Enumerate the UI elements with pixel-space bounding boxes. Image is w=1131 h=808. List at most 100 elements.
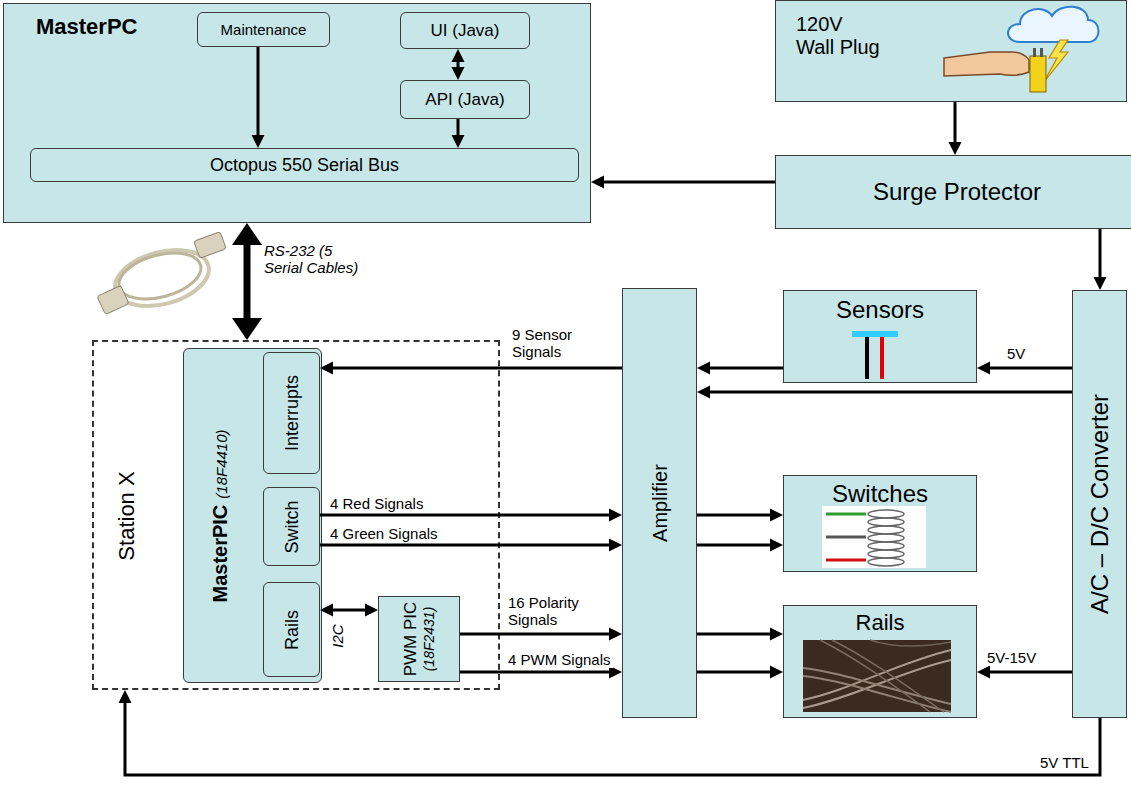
- coil-ground: [822, 506, 926, 568]
- connector-line: [708, 391, 1072, 394]
- text-holder: Interrupts: [281, 375, 302, 451]
- arrow-head: [252, 135, 265, 148]
- rail-line: [832, 640, 944, 712]
- node-label: Switches: [832, 480, 928, 508]
- connector: [977, 666, 1072, 679]
- connector-line: [697, 514, 772, 517]
- node-label: A/C – D/C Converter: [1086, 394, 1114, 614]
- text-holder: MasterPIC(18F4410): [209, 429, 232, 602]
- connector-line: [125, 701, 1100, 775]
- cable-coil: [114, 245, 206, 307]
- arrow-head: [452, 135, 465, 148]
- text-holder: A/C – D/C Converter: [1086, 394, 1114, 614]
- signal-label: 4 Red Signals: [328, 495, 425, 512]
- node-label: Octopus 550 Serial Bus: [210, 155, 399, 176]
- text-holder: Rails: [784, 610, 976, 635]
- arrow-head: [609, 509, 622, 522]
- coil-wire: [826, 536, 866, 539]
- signal-label: RS-232 (5 Serial Cables): [262, 242, 370, 277]
- connector: [119, 690, 1101, 775]
- arrow-head: [770, 509, 783, 522]
- amplifier-box: Amplifier: [622, 288, 697, 718]
- node-label: API (Java): [425, 90, 504, 110]
- connector: [452, 119, 465, 148]
- text-holder: UI (Java): [401, 13, 529, 48]
- arrow-head: [119, 690, 132, 703]
- arrow-head: [232, 318, 262, 340]
- connector: [697, 362, 783, 375]
- connector: [460, 628, 622, 641]
- node-label: Sensors: [836, 296, 924, 324]
- node-label: Interrupts: [281, 375, 302, 451]
- connector-line: [331, 367, 622, 370]
- surge-protector-box: Surge Protector: [775, 155, 1131, 229]
- node-label: Switch: [281, 500, 302, 553]
- firmware-module: Rails: [263, 582, 320, 677]
- connector: [320, 362, 622, 375]
- connector-line: [320, 544, 611, 547]
- software-module: API (Java): [400, 80, 530, 119]
- text-holder: PWM PIC(18F2431): [401, 602, 437, 677]
- connector-line: [602, 181, 775, 184]
- node-label: Rails: [281, 609, 302, 649]
- node-sublabel: (18F2431): [421, 602, 437, 677]
- rail-line: [803, 676, 951, 712]
- connector-line: [257, 47, 260, 137]
- text-holder: Rails: [281, 609, 302, 649]
- text-holder: Octopus 550 Serial Bus: [31, 149, 578, 181]
- signal-label: 16 Polarity Signals: [506, 594, 600, 629]
- switch-coil-symbol: [822, 506, 926, 568]
- connector: [697, 628, 783, 641]
- arrow-head: [977, 666, 990, 679]
- software-module: UI (Java): [400, 12, 530, 49]
- connector-line: [708, 367, 783, 370]
- connector-line: [697, 633, 772, 636]
- node-label: Maintenance: [221, 21, 307, 38]
- arrow-head: [609, 539, 622, 552]
- text-holder: Amplifier: [648, 464, 671, 542]
- text-holder: Surge Protector: [776, 156, 1131, 228]
- coil-turn: [868, 526, 904, 534]
- text-holder: Switch: [281, 500, 302, 553]
- connector-line: [697, 544, 772, 547]
- connector: [591, 176, 775, 189]
- connector-line: [988, 671, 1072, 674]
- arrow-head: [452, 67, 465, 80]
- coil-turn: [868, 558, 904, 566]
- connector: [697, 386, 1072, 399]
- text-holder: 120V Wall Plug: [796, 13, 883, 59]
- software-module: Maintenance: [197, 12, 330, 47]
- node-label: 120V Wall Plug: [796, 13, 883, 59]
- node-label: MasterPC: [36, 14, 137, 39]
- connector-line: [1099, 229, 1102, 279]
- rails-photo: [803, 640, 951, 712]
- connector: [697, 509, 783, 522]
- coil-turn: [868, 550, 904, 558]
- node-label: PWM PIC: [401, 602, 421, 677]
- connector-line: [457, 119, 460, 137]
- coil-turn: [868, 542, 904, 550]
- arrow-head: [770, 539, 783, 552]
- signal-label: 5V TTL: [1038, 754, 1091, 771]
- signal-label: 4 Green Signals: [328, 525, 440, 542]
- connector-line: [244, 243, 251, 320]
- microcontroller-box: PWM PIC(18F2431): [378, 596, 460, 682]
- rail-line: [870, 640, 951, 646]
- arrow-head: [697, 362, 710, 375]
- photo-ground: [803, 640, 951, 712]
- connector: [697, 666, 783, 679]
- arrow-head: [365, 604, 378, 617]
- text-holder: Switches: [784, 480, 976, 508]
- firmware-module: Interrupts: [263, 352, 320, 474]
- arrow-head: [320, 362, 333, 375]
- sensor-wire: [880, 337, 884, 379]
- coil-turn: [868, 510, 904, 518]
- sensor-wire: [865, 337, 869, 379]
- text-holder: MasterPC: [36, 14, 137, 39]
- cable-connector: [194, 232, 226, 258]
- connector-line: [954, 102, 957, 144]
- arrow-head: [949, 142, 962, 155]
- arrow-head: [697, 386, 710, 399]
